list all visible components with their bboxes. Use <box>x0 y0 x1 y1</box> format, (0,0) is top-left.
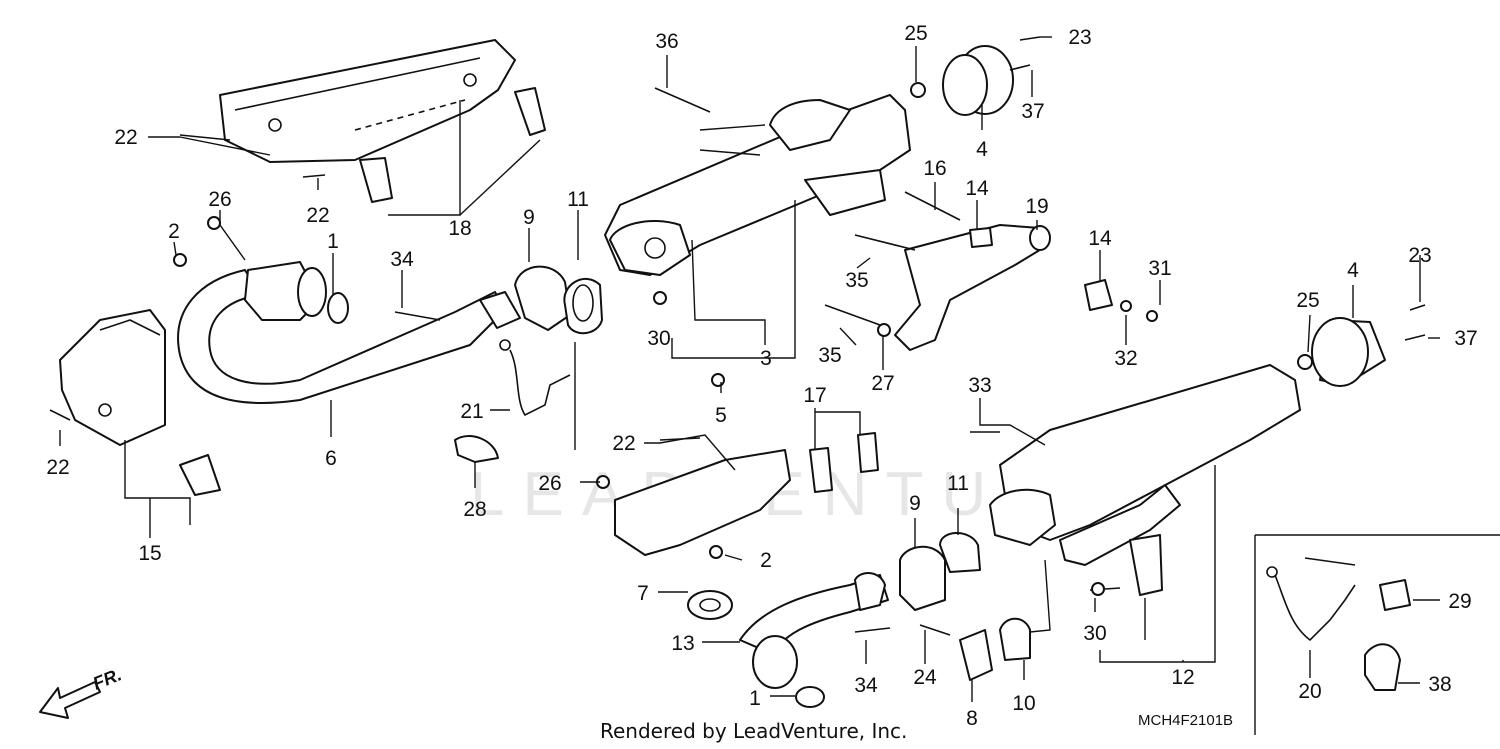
callout-30: 30 <box>1083 622 1106 645</box>
callout-7: 7 <box>637 582 649 605</box>
muffler-upper <box>604 94 911 276</box>
callout-20: 20 <box>1298 680 1321 703</box>
callout-38: 38 <box>1428 673 1451 696</box>
callout-30: 30 <box>647 327 670 350</box>
callout-34: 34 <box>854 674 878 697</box>
callout-14: 14 <box>965 177 989 200</box>
callout-9: 9 <box>523 206 535 229</box>
callout-13: 13 <box>671 632 694 655</box>
leader-lines <box>59 36 1440 702</box>
callout-29: 29 <box>1448 590 1471 613</box>
callout-4: 4 <box>1347 259 1359 282</box>
callout-34: 34 <box>390 248 414 271</box>
fasteners <box>49 36 1426 636</box>
heat-shield-lower <box>59 309 221 496</box>
callout-37: 37 <box>1454 327 1477 350</box>
front-label: FR. <box>90 664 124 693</box>
callout-23: 23 <box>1408 244 1431 267</box>
callout-9: 9 <box>909 492 921 515</box>
callout-37: 37 <box>1021 100 1044 123</box>
callout-35: 35 <box>818 344 841 367</box>
callout-22: 22 <box>114 126 137 149</box>
callout-14: 14 <box>1088 227 1112 250</box>
front-direction-indicator: FR. <box>39 664 124 719</box>
callout-25: 25 <box>1296 289 1319 312</box>
callout-18: 18 <box>448 217 471 240</box>
clamp-and-gasket-upper <box>514 265 603 335</box>
callout-35: 35 <box>845 269 868 292</box>
callout-numbers: 36 25 23 37 4 22 22 18 26 2 1 34 9 11 16… <box>46 22 1477 730</box>
callout-11: 11 <box>567 188 589 211</box>
diagram-code: MCH4F2101B <box>1138 712 1233 729</box>
sensors-and-bands <box>454 339 1500 735</box>
callout-32: 32 <box>1114 347 1137 370</box>
callout-11: 11 <box>947 472 969 495</box>
callout-22: 22 <box>612 432 635 455</box>
callout-2: 2 <box>168 220 180 243</box>
callout-27: 27 <box>871 372 894 395</box>
callout-26: 26 <box>538 472 561 495</box>
front-arrow-icon <box>39 681 101 719</box>
callout-28: 28 <box>463 498 486 521</box>
callout-36: 36 <box>655 30 678 53</box>
end-cap-upper <box>942 45 1014 116</box>
callout-17: 17 <box>803 384 826 407</box>
callout-1: 1 <box>749 687 761 710</box>
callout-21: 21 <box>460 400 483 423</box>
callout-2: 2 <box>760 549 772 572</box>
callout-1: 1 <box>327 230 339 253</box>
callout-5: 5 <box>715 404 727 427</box>
callout-22: 22 <box>306 204 329 227</box>
muffler-lower <box>989 364 1301 596</box>
heat-shield-upper <box>219 39 546 203</box>
callout-26: 26 <box>208 188 231 211</box>
exhaust-pipe-rear <box>739 572 889 689</box>
exhaust-pipe-front <box>177 261 521 404</box>
rendered-by-caption: Rendered by LeadVenture, Inc. <box>600 719 907 743</box>
callout-15: 15 <box>138 542 161 565</box>
callout-12: 12 <box>1171 666 1194 689</box>
callout-10: 10 <box>1012 692 1035 715</box>
callout-25: 25 <box>904 22 927 45</box>
callout-31: 31 <box>1148 257 1171 280</box>
callout-22: 22 <box>46 456 69 479</box>
heat-shield-middle <box>614 432 879 556</box>
callout-4: 4 <box>976 138 988 161</box>
callout-6: 6 <box>325 447 337 470</box>
muffler-stay <box>824 191 1113 351</box>
end-cap-lower <box>1311 317 1386 387</box>
callout-19: 19 <box>1025 195 1048 218</box>
callout-3: 3 <box>760 347 772 370</box>
callout-16: 16 <box>923 157 946 180</box>
gaskets-and-clamps-lower <box>687 532 1031 708</box>
callout-23: 23 <box>1068 26 1091 49</box>
callout-8: 8 <box>966 707 978 730</box>
callout-24: 24 <box>913 666 937 689</box>
part-drawings <box>49 36 1500 735</box>
callout-33: 33 <box>968 374 991 397</box>
